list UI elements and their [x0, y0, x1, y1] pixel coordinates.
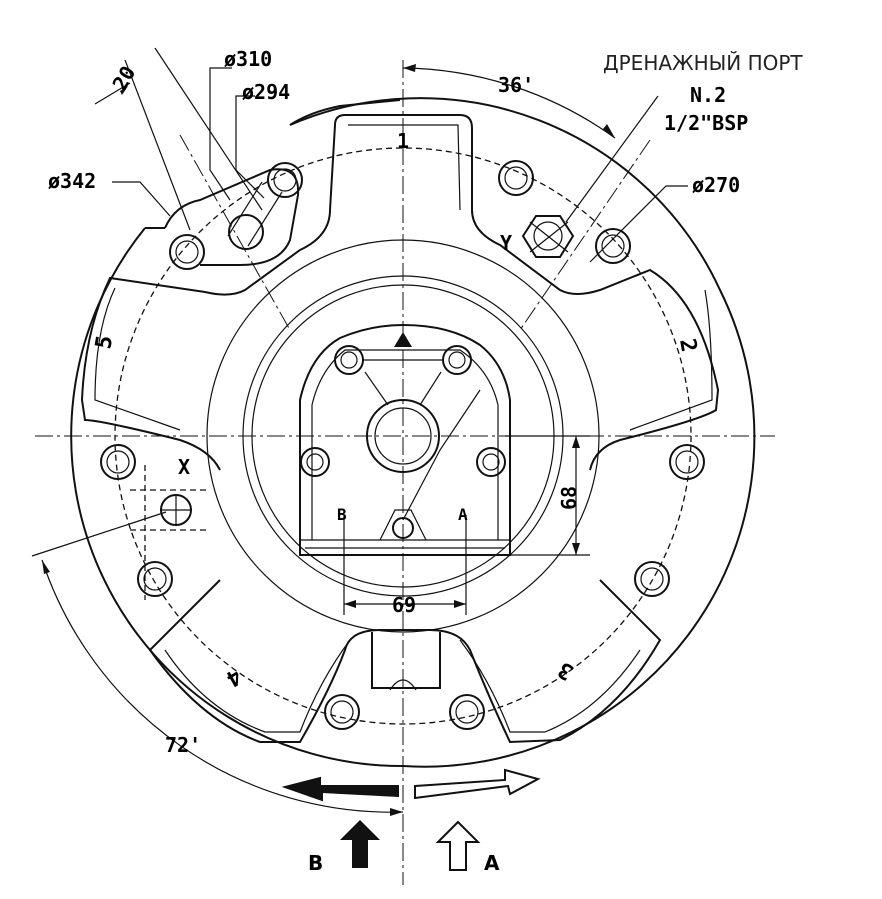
bolt-2	[169, 234, 205, 270]
dim-68	[505, 435, 590, 556]
dim-69: 69	[392, 593, 416, 617]
dim-angle72: 72'	[165, 733, 201, 757]
dim-d310: ø310	[224, 47, 272, 71]
dim-36-deg	[402, 64, 659, 223]
rotation-a-label: A	[484, 851, 500, 875]
lobe-4: 4	[222, 663, 246, 691]
dim-slot-lines	[94, 47, 688, 263]
bolt-11	[449, 694, 485, 730]
rotation-arrows	[281, 768, 541, 802]
drain-port-x	[130, 465, 210, 600]
up-triangle-icon	[394, 332, 412, 347]
dim-69	[343, 515, 467, 615]
arrow-up-outline-icon	[435, 820, 481, 871]
port-b-label: B	[337, 505, 347, 524]
dim-72-deg	[31, 511, 404, 816]
lobe-1: 1	[397, 129, 409, 153]
port-number: N.2	[690, 83, 726, 107]
lobe-5: 5	[91, 334, 118, 351]
drain-port-label: ДРЕНАЖНЫЙ ПОРТ	[603, 51, 803, 75]
bolt-10	[324, 694, 360, 730]
port-a-label: A	[458, 505, 468, 524]
dim-w20: 20	[108, 62, 141, 95]
bolt-5	[595, 228, 631, 264]
marker-x: X	[178, 455, 190, 479]
flow-arrows	[340, 820, 481, 871]
bolt-holes	[100, 160, 705, 730]
marker-y: Y	[500, 231, 512, 255]
bolt-9	[634, 561, 670, 597]
valve-block	[299, 323, 511, 556]
dim-angle36: 36'	[498, 73, 534, 97]
dim-d270: ø270	[692, 173, 740, 197]
rotation-left-arrow-icon	[281, 776, 399, 802]
bottom-inlet	[371, 632, 441, 691]
dim-d342: ø342	[48, 169, 96, 193]
bolt-7	[137, 561, 173, 597]
bolt-3	[228, 214, 264, 250]
bolt-1	[267, 162, 303, 198]
bolt-4	[498, 160, 534, 196]
rotation-right-arrow-icon	[414, 768, 541, 800]
bolt-8	[669, 444, 705, 480]
lobes	[80, 114, 720, 744]
lobe-2: 2	[674, 337, 701, 354]
bolt-6	[100, 444, 136, 480]
dim-d294: ø294	[242, 80, 290, 104]
dim-68: 68	[557, 486, 581, 510]
lobe-3: 3	[554, 656, 578, 684]
rotation-b-label: B	[308, 851, 323, 875]
arrow-up-filled-icon	[340, 820, 380, 868]
drain-port-y	[521, 215, 575, 258]
port-thread: 1/2"BSP	[664, 111, 748, 135]
